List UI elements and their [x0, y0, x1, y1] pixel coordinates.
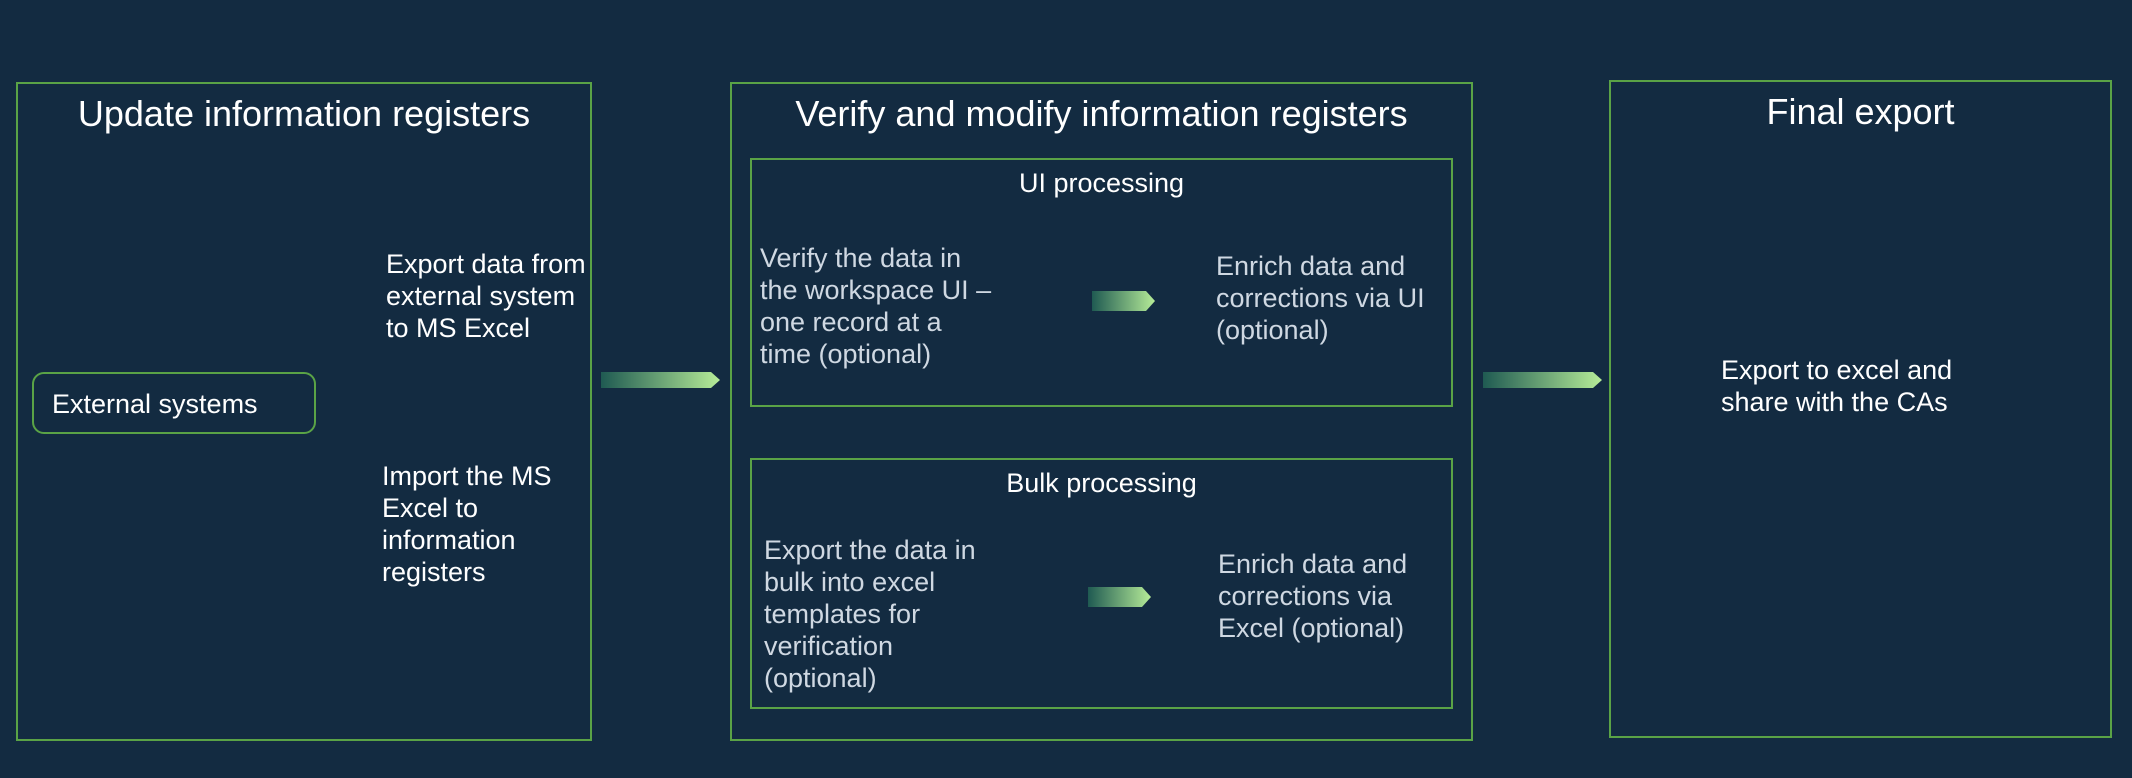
ui-processing-panel: UI processing Verify the data in the wor…	[750, 158, 1453, 407]
arrow-right-icon	[1483, 372, 1602, 388]
update-registers-title: Update information registers	[77, 93, 531, 134]
verify-registers-panel: Verify and modify information registers …	[730, 82, 1473, 741]
ui-processing-title: UI processing	[1018, 168, 1185, 198]
bulk-processing-title: Bulk processing	[1006, 468, 1197, 498]
bulk-export-text: Export the data in bulk into excel templ…	[764, 535, 976, 693]
external-systems-label: External systems	[52, 389, 258, 419]
arrow-right-icon	[601, 372, 720, 388]
bulk-enrich-text: Enrich data and corrections via Excel (o…	[1218, 549, 1408, 643]
final-export-panel: Final export Export to excel and share w…	[1609, 80, 2112, 738]
ui-verify-text: Verify the data in the workspace UI – on…	[760, 243, 992, 369]
ui-enrich-text: Enrich data and corrections via UI (opti…	[1216, 251, 1425, 345]
arrow-right-icon	[1088, 587, 1151, 607]
arrow-right-icon	[1092, 291, 1155, 311]
bulk-processing-panel: Bulk processing Export the data in bulk …	[750, 458, 1453, 709]
export-step-text: Export data from external system to MS E…	[386, 249, 586, 343]
final-export-title: Final export	[1766, 91, 1955, 132]
import-step-text: Import the MS Excel to information regis…	[382, 461, 552, 587]
update-registers-panel: Update information registers External sy…	[16, 82, 592, 741]
external-systems-box: External systems	[32, 372, 316, 434]
final-export-text: Export to excel and share with the CAs	[1721, 355, 1953, 417]
verify-registers-title: Verify and modify information registers	[795, 93, 1408, 134]
